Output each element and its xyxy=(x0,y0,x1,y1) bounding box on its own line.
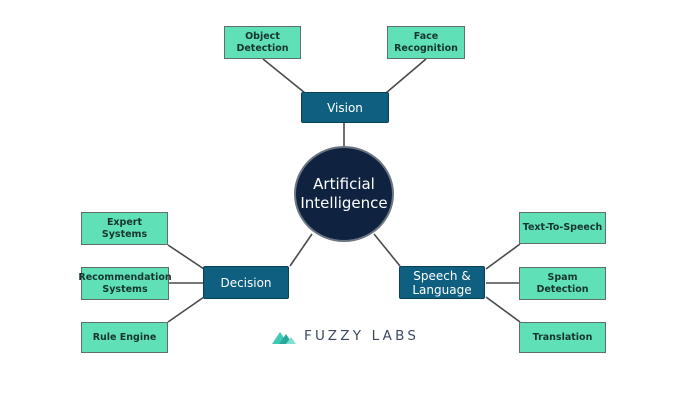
branch-node-vision: Vision xyxy=(301,92,389,123)
center-node-artificial-intelligence: Artificial Intelligence xyxy=(294,146,394,242)
connector-decision-expert xyxy=(167,244,205,270)
leaf-node-rule-engine: Rule Engine xyxy=(81,322,168,353)
connector-decision-rule-engine xyxy=(167,296,205,323)
fuzzy-labs-logo-icon xyxy=(272,332,296,344)
leaf-node-face-recognition: Face Recognition xyxy=(387,26,465,59)
branch-node-speech-language: Speech & Language xyxy=(399,266,485,299)
branch-label-decision: Decision xyxy=(220,275,272,290)
leaf-label-recommendation-systems: Recommendation Systems xyxy=(78,272,172,295)
leaf-node-translation: Translation xyxy=(519,322,606,353)
leaf-label-translation: Translation xyxy=(532,331,593,343)
branch-label-speech-language: Speech & Language xyxy=(412,268,472,297)
center-node-label: Artificial Intelligence xyxy=(300,175,388,212)
leaf-node-object-detection: Object Detection xyxy=(224,26,301,59)
leaf-label-object-detection: Object Detection xyxy=(236,31,289,54)
branch-label-vision: Vision xyxy=(327,100,363,115)
leaf-label-expert-systems: Expert Systems xyxy=(101,217,148,240)
connector-center-decision xyxy=(289,233,313,267)
connector-vision-object-detection xyxy=(262,58,306,94)
leaf-node-text-to-speech: Text-To-Speech xyxy=(519,212,606,244)
leaf-label-spam-detection: Spam Detection xyxy=(536,272,589,295)
leaf-label-text-to-speech: Text-To-Speech xyxy=(522,222,603,234)
leaf-node-spam-detection: Spam Detection xyxy=(519,267,606,300)
brand-logo: FUZZY LABS xyxy=(272,326,419,346)
connector-center-speech xyxy=(373,233,401,267)
connector-speech-translation xyxy=(485,296,521,323)
leaf-label-face-recognition: Face Recognition xyxy=(394,31,458,54)
connector-vision-face-recognition xyxy=(385,58,427,94)
connector-speech-text-to-speech xyxy=(485,243,521,270)
branch-node-decision: Decision xyxy=(203,266,289,299)
leaf-node-expert-systems: Expert Systems xyxy=(81,212,168,245)
leaf-node-recommendation-systems: Recommendation Systems xyxy=(78,267,172,300)
brand-name: FUZZY LABS xyxy=(304,328,420,344)
leaf-label-rule-engine: Rule Engine xyxy=(92,331,157,343)
